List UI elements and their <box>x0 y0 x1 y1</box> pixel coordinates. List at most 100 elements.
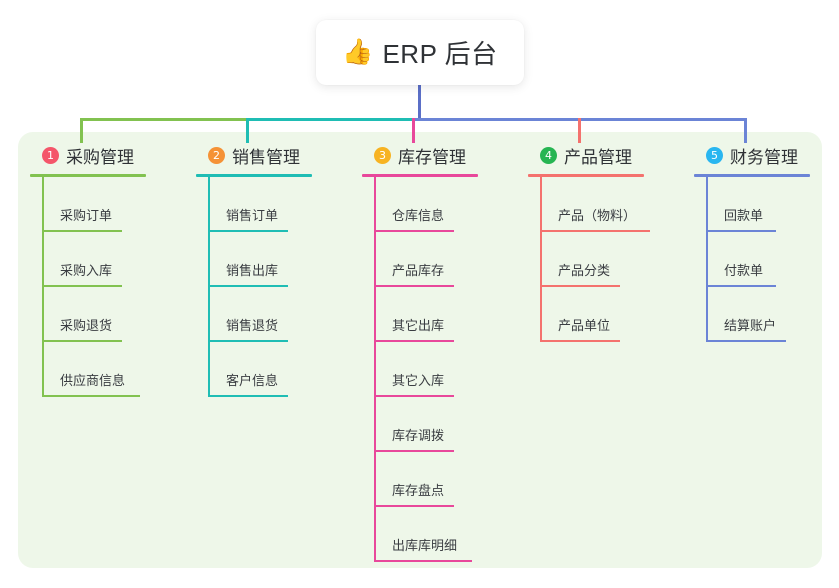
leaf-item[interactable]: 其它入库 <box>362 342 478 397</box>
leaf-item-rule <box>374 450 454 452</box>
leaf-item[interactable]: 出库库明细 <box>362 507 478 562</box>
connector-drop-col4 <box>578 118 581 143</box>
connector-drop-col1 <box>80 118 83 143</box>
column-header-1[interactable]: 1 采购管理 <box>30 143 146 167</box>
connector-drop-col2 <box>246 118 249 143</box>
leaf-item-label: 采购退货 <box>60 318 113 333</box>
column-title-2: 销售管理 <box>232 147 300 167</box>
leaf-item-rule <box>42 285 122 287</box>
leaf-item-label: 采购入库 <box>60 263 113 278</box>
column-2: 2 销售管理销售订单销售出库销售退货客户信息 <box>196 143 312 397</box>
leaf-item[interactable]: 客户信息 <box>196 342 312 397</box>
connector-drop-col5 <box>744 118 747 143</box>
leaf-item-label: 库存盘点 <box>392 483 445 498</box>
leaf-item-rule <box>42 230 122 232</box>
column-title-5: 财务管理 <box>730 147 798 167</box>
column-trunk-1 <box>42 177 44 397</box>
column-title-1: 采购管理 <box>66 147 134 167</box>
leaf-item[interactable]: 产品库存 <box>362 232 478 287</box>
leaf-item-label: 其它出库 <box>392 318 445 333</box>
column-items-1: 采购订单采购入库采购退货供应商信息 <box>30 177 146 397</box>
leaf-item-rule <box>706 285 776 287</box>
leaf-item-rule <box>374 505 454 507</box>
diagram-panel <box>18 132 822 568</box>
leaf-item[interactable]: 采购退货 <box>30 287 146 342</box>
leaf-item-label: 结算账户 <box>724 318 777 333</box>
leaf-item[interactable]: 销售出库 <box>196 232 312 287</box>
column-items-5: 回款单付款单结算账户 <box>694 177 810 342</box>
leaf-item[interactable]: 销售订单 <box>196 177 312 232</box>
leaf-item[interactable]: 付款单 <box>694 232 810 287</box>
leaf-item-rule <box>706 230 776 232</box>
column-badge-4: 4 <box>540 146 557 164</box>
leaf-item-label: 出库库明细 <box>392 538 458 553</box>
column-badge-2: 2 <box>208 146 225 164</box>
leaf-item[interactable]: 回款单 <box>694 177 810 232</box>
leaf-item-rule <box>540 230 650 232</box>
leaf-item-rule <box>208 395 288 397</box>
connector-root-stem <box>418 85 421 118</box>
column-4: 4 产品管理产品（物料） 产品分类产品单位 <box>528 143 650 342</box>
column-badge-1: 1 <box>42 146 59 164</box>
column-header-4[interactable]: 4 产品管理 <box>528 143 644 167</box>
column-header-rule-4 <box>528 174 644 177</box>
leaf-item[interactable]: 结算账户 <box>694 287 810 342</box>
leaf-item-rule <box>208 230 288 232</box>
column-1: 1 采购管理采购订单采购入库采购退货供应商信息 <box>30 143 146 397</box>
leaf-item-label: 产品（物料） <box>558 208 637 223</box>
column-trunk-3 <box>374 177 376 562</box>
leaf-item-rule <box>540 285 620 287</box>
leaf-item-rule <box>208 285 288 287</box>
root-node-erp-backend[interactable]: 👍 ERP 后台 <box>316 20 524 85</box>
leaf-item-label: 产品库存 <box>392 263 445 278</box>
column-items-4: 产品（物料） 产品分类产品单位 <box>528 177 650 342</box>
column-3: 3 库存管理仓库信息产品库存其它出库其它入库库存调拨库存盘点出库库明细 <box>362 143 478 562</box>
leaf-item-rule <box>374 560 472 562</box>
leaf-item-label: 产品单位 <box>558 318 611 333</box>
column-items-2: 销售订单销售出库销售退货客户信息 <box>196 177 312 397</box>
leaf-item-label: 采购订单 <box>60 208 113 223</box>
column-trunk-5 <box>706 177 708 342</box>
column-trunk-4 <box>540 177 542 342</box>
leaf-item-rule <box>374 285 454 287</box>
leaf-item[interactable]: 采购订单 <box>30 177 146 232</box>
leaf-item-label: 供应商信息 <box>60 373 126 388</box>
connector-bus-green <box>80 118 246 121</box>
leaf-item-rule <box>374 395 454 397</box>
column-badge-3: 3 <box>374 146 391 164</box>
leaf-item-rule <box>374 230 454 232</box>
column-header-3[interactable]: 3 库存管理 <box>362 143 478 167</box>
leaf-item[interactable]: 其它出库 <box>362 287 478 342</box>
leaf-item-rule <box>42 395 140 397</box>
column-title-4: 产品管理 <box>564 147 632 167</box>
leaf-item[interactable]: 采购入库 <box>30 232 146 287</box>
leaf-item[interactable]: 库存盘点 <box>362 452 478 507</box>
column-title-3: 库存管理 <box>398 147 466 167</box>
leaf-item-label: 产品分类 <box>558 263 611 278</box>
leaf-item-label: 销售出库 <box>226 263 279 278</box>
leaf-item-rule <box>706 340 786 342</box>
column-trunk-2 <box>208 177 210 397</box>
leaf-item[interactable]: 产品分类 <box>528 232 644 287</box>
leaf-item-rule <box>540 340 620 342</box>
leaf-item-label: 销售订单 <box>226 208 279 223</box>
leaf-item[interactable]: 销售退货 <box>196 287 312 342</box>
column-header-2[interactable]: 2 销售管理 <box>196 143 312 167</box>
leaf-item[interactable]: 仓库信息 <box>362 177 478 232</box>
column-header-rule-3 <box>362 174 478 177</box>
column-badge-5: 5 <box>706 146 723 164</box>
leaf-item[interactable]: 产品（物料） <box>528 177 650 232</box>
column-items-3: 仓库信息产品库存其它出库其它入库库存调拨库存盘点出库库明细 <box>362 177 478 562</box>
column-header-5[interactable]: 5 财务管理 <box>694 143 810 167</box>
leaf-item-rule <box>42 340 122 342</box>
leaf-item-rule <box>208 340 288 342</box>
root-node-title: ERP 后台 <box>382 39 498 69</box>
leaf-item-label: 付款单 <box>724 263 764 278</box>
leaf-item-label: 销售退货 <box>226 318 279 333</box>
leaf-item[interactable]: 供应商信息 <box>30 342 146 397</box>
leaf-item-label: 库存调拨 <box>392 428 445 443</box>
leaf-item-rule <box>374 340 454 342</box>
leaf-item[interactable]: 产品单位 <box>528 287 644 342</box>
leaf-item-label: 客户信息 <box>226 373 279 388</box>
leaf-item[interactable]: 库存调拨 <box>362 397 478 452</box>
